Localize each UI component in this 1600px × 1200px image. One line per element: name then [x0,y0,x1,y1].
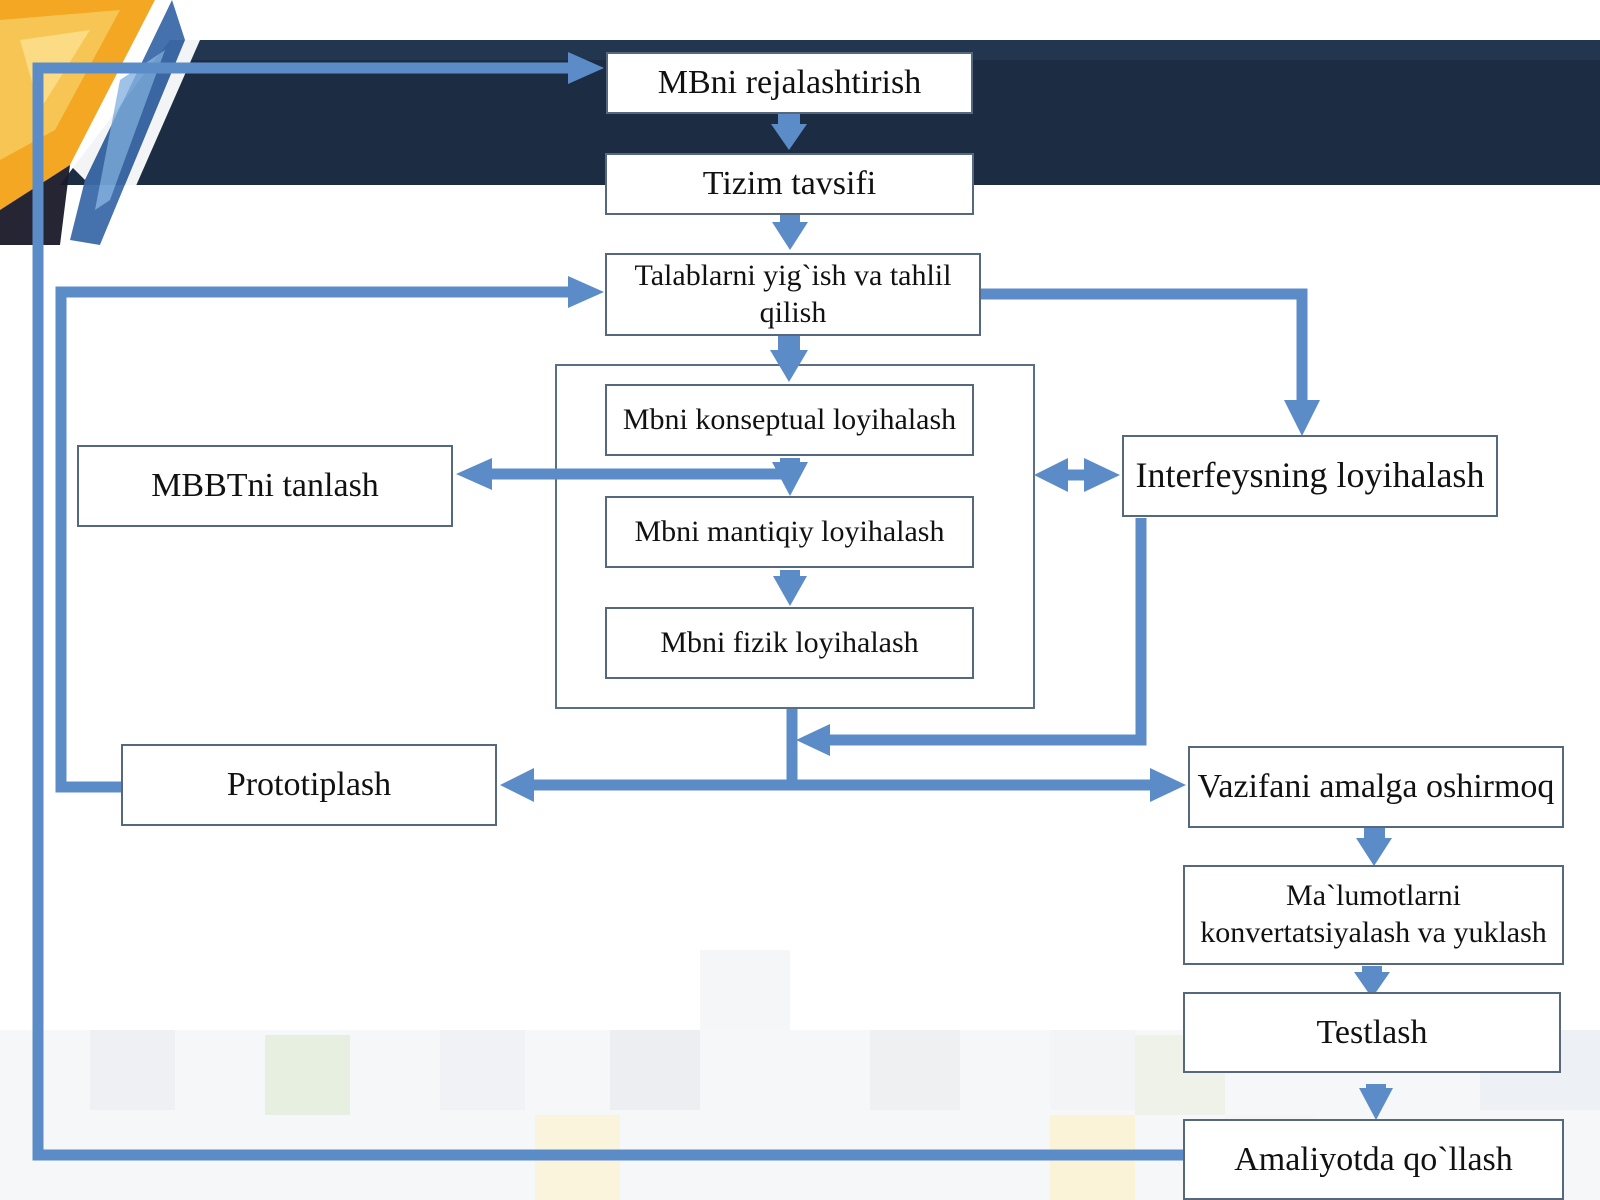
node-deployment: Amaliyotda qo`llash [1183,1119,1564,1200]
node-conceptual-design-label: Mbni konseptual loyihalash [622,402,957,436]
node-physical-design: Mbni fizik loyihalash [605,607,974,679]
node-dbms-selection: MBBTni tanlash [77,445,453,527]
node-data-conversion: Ma`lumotlarni konvertatsiyalash va yukla… [1183,865,1564,965]
node-system-description-label: Tizim tavsifi [702,165,877,203]
node-physical-design-label: Mbni fizik loyihalash [660,625,919,659]
node-planning-label: MBni rejalashtirish [657,64,922,102]
node-logical-design: Mbni mantiqiy loyihalash [605,496,974,568]
node-system-description: Tizim tavsifi [605,153,974,215]
node-testing-label: Testlash [1316,1013,1428,1051]
node-interface-design: Interfeysning loyihalash [1122,435,1498,517]
node-requirements-label: Talablarni yig`ish va tahlil qilish [634,258,952,329]
node-dbms-selection-label: MBBTni tanlash [151,467,379,505]
node-interface-design-label: Interfeysning loyihalash [1135,455,1485,496]
node-implementation-label: Vazifani amalga oshirmoq [1197,768,1555,806]
node-testing: Testlash [1183,992,1561,1073]
node-prototyping-label: Prototiplash [226,766,392,804]
node-implementation: Vazifani amalga oshirmoq [1188,746,1564,828]
node-requirements: Talablarni yig`ish va tahlil qilish [605,253,981,336]
node-conceptual-design: Mbni konseptual loyihalash [605,384,974,456]
node-logical-design-label: Mbni mantiqiy loyihalash [634,514,945,548]
node-data-conversion-label: Ma`lumotlarni konvertatsiyalash va yukla… [1200,879,1547,949]
node-planning: MBni rejalashtirish [606,52,973,114]
node-prototyping: Prototiplash [121,744,497,826]
node-deployment-label: Amaliyotda qo`llash [1234,1140,1513,1178]
